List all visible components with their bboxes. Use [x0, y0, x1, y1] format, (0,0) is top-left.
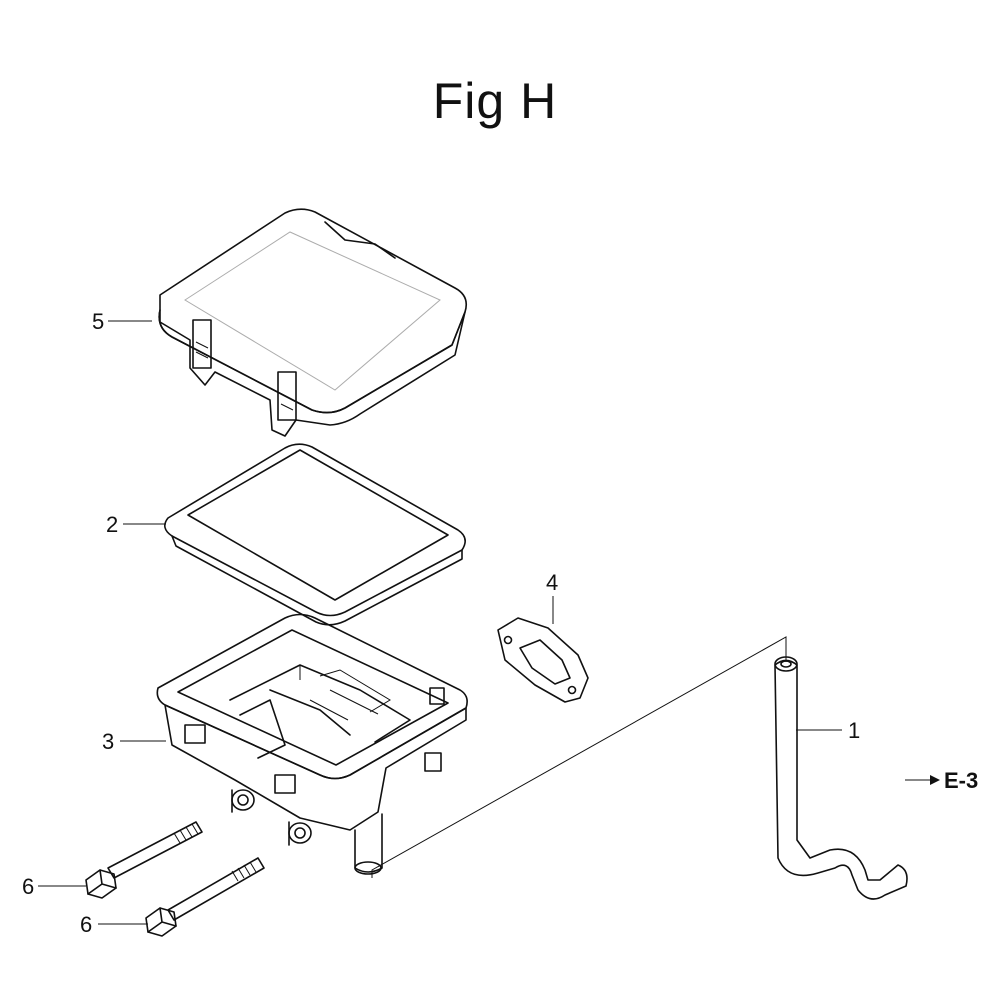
callout-3: 3: [102, 729, 114, 754]
leader-lines: [38, 320, 940, 925]
callout-5: 5: [92, 309, 104, 334]
callout-6-lower: 6: [80, 912, 92, 937]
gasket: [497, 617, 589, 703]
bolt-lower: [145, 857, 265, 937]
air-cleaner-case: [156, 613, 468, 875]
connection-line: [371, 636, 787, 878]
callout-6-upper: 6: [22, 874, 34, 899]
callout-1: 1: [848, 718, 860, 743]
reference-label: E-3: [944, 768, 978, 793]
bolt-upper: [85, 821, 203, 899]
callout-2: 2: [106, 512, 118, 537]
air-filter-element: [164, 443, 466, 626]
figure-title: Fig H: [432, 73, 558, 129]
air-cleaner-cover: [158, 208, 468, 437]
breather-tube: [774, 656, 908, 900]
callout-4: 4: [546, 570, 558, 595]
